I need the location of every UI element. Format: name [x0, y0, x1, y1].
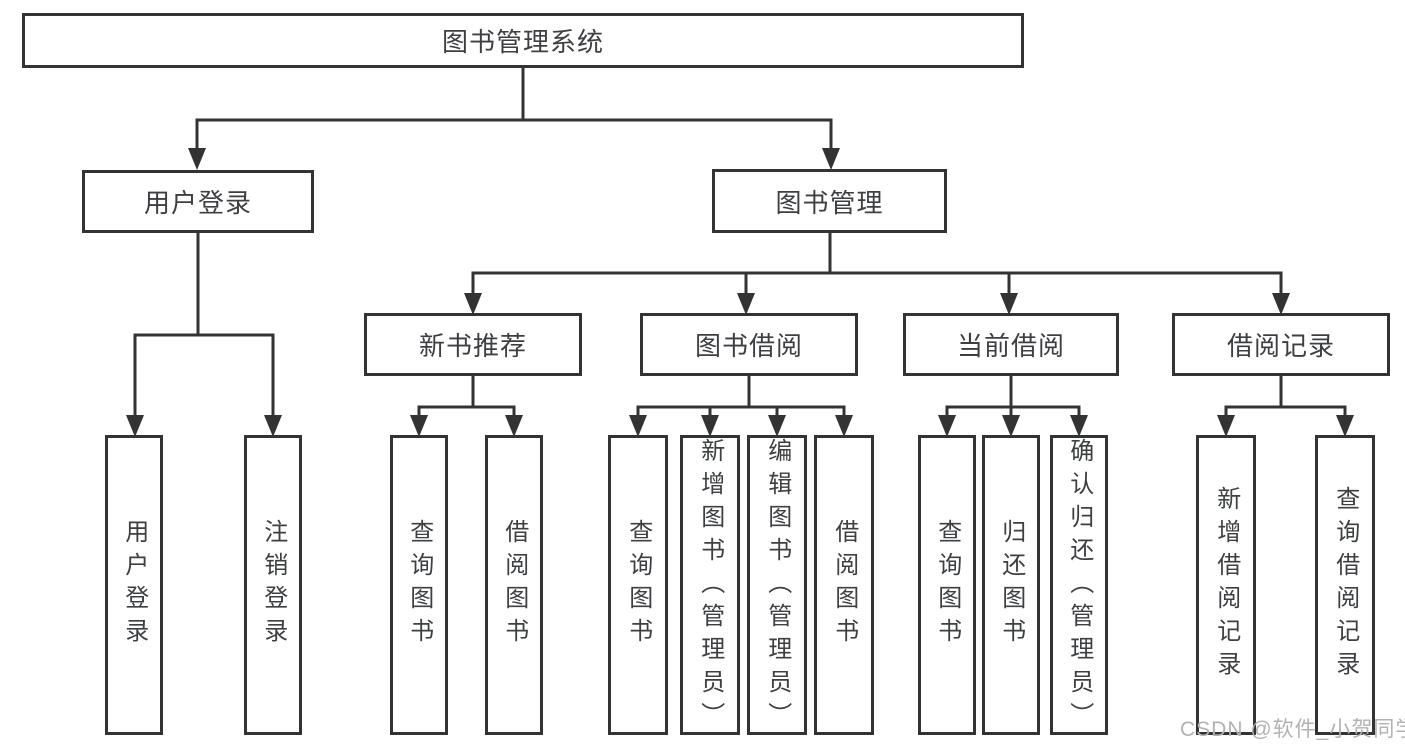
arrowhead-icon: [737, 293, 755, 315]
node-borrow-records: 借阅记录: [1172, 313, 1390, 376]
leaf-borrow-books: 借阅图书: [814, 435, 874, 735]
leaf-query-borrow-record: 查询借阅记录: [1315, 435, 1375, 735]
leaf-query-books-borrow: 查询图书: [608, 435, 668, 735]
node-book-management: 图书管理: [712, 169, 947, 233]
leaf-add-books-admin-label: 新增图书（管理员）: [696, 438, 724, 735]
node-root-label: 图书管理系统: [441, 27, 604, 57]
arrowhead-icon: [1000, 293, 1018, 315]
connector-user-login-to-children: [133, 232, 275, 419]
leaf-borrow-books-recommend-label: 借阅图书: [500, 519, 528, 651]
leaf-query-books-borrow-label: 查询图书: [624, 519, 652, 651]
node-book-borrow-label: 图书借阅: [694, 331, 803, 361]
leaf-return-books: 归还图书: [982, 435, 1040, 735]
connector-borrow-records-to-children: [1224, 375, 1347, 419]
arrowhead-icon: [264, 415, 282, 437]
leaf-return-books-label: 归还图书: [997, 519, 1025, 651]
arrowhead-icon: [410, 415, 428, 437]
node-current-borrow-label: 当前借阅: [956, 331, 1065, 361]
connector-book-borrow-to-children: [636, 375, 846, 419]
node-book-borrow: 图书借阅: [640, 313, 858, 376]
leaf-add-borrow-record: 新增借阅记录: [1196, 435, 1256, 735]
leaf-query-books-current-label: 查询图书: [933, 519, 961, 651]
leaf-edit-books-admin: 编辑图书（管理员）: [747, 435, 807, 735]
node-user-login-label: 用户登录: [143, 188, 252, 218]
leaf-add-books-admin: 新增图书（管理员）: [680, 435, 740, 735]
connector-root-to-level2: [195, 67, 833, 152]
arrowhead-icon: [701, 415, 719, 437]
node-new-book-recommend-label: 新书推荐: [418, 331, 527, 361]
arrowhead-icon: [1272, 293, 1290, 315]
node-book-management-label: 图书管理: [775, 187, 884, 218]
arrowhead-icon: [835, 415, 853, 437]
connector-new-book-to-children: [417, 375, 516, 419]
leaf-borrow-books-recommend: 借阅图书: [485, 435, 543, 735]
leaf-add-borrow-record-label: 新增借阅记录: [1212, 486, 1240, 684]
arrowhead-icon: [1217, 415, 1235, 437]
node-current-borrow: 当前借阅: [903, 313, 1119, 376]
node-root: 图书管理系统: [22, 13, 1024, 68]
leaf-user-login-label: 用户登录: [120, 519, 148, 651]
leaf-query-books-current: 查询图书: [918, 435, 976, 735]
leaf-query-books-recommend: 查询图书: [390, 435, 448, 735]
arrowhead-icon: [464, 293, 482, 315]
connector-book-mgmt-to-sections: [471, 232, 1283, 297]
arrowhead-icon: [822, 148, 840, 170]
arrowhead-icon: [126, 415, 144, 437]
node-new-book-recommend: 新书推荐: [364, 313, 582, 376]
arrowhead-icon: [505, 415, 523, 437]
leaf-edit-books-admin-label: 编辑图书（管理员）: [763, 438, 791, 735]
node-borrow-records-label: 借阅记录: [1226, 331, 1335, 361]
arrowhead-icon: [768, 415, 786, 437]
arrowhead-icon: [1336, 415, 1354, 437]
connector-current-borrow-to-children: [945, 375, 1081, 419]
leaf-logout: 注销登录: [244, 435, 302, 735]
leaf-borrow-books-label: 借阅图书: [830, 519, 858, 651]
leaf-query-books-recommend-label: 查询图书: [405, 519, 433, 651]
arrowhead-icon: [1002, 415, 1020, 437]
leaf-confirm-return-admin-label: 确认归还（管理员）: [1065, 438, 1093, 735]
arrowhead-icon: [188, 148, 206, 170]
leaf-user-login: 用户登录: [105, 435, 163, 735]
arrowhead-icon: [1070, 415, 1088, 437]
arrowhead-icon: [629, 415, 647, 437]
leaf-logout-label: 注销登录: [259, 519, 287, 651]
watermark: CSDN @软件_小贺同学: [1180, 718, 1405, 741]
arrowhead-icon: [938, 415, 956, 437]
node-user-login: 用户登录: [82, 170, 314, 233]
leaf-query-borrow-record-label: 查询借阅记录: [1331, 486, 1359, 684]
leaf-confirm-return-admin: 确认归还（管理员）: [1050, 435, 1108, 735]
